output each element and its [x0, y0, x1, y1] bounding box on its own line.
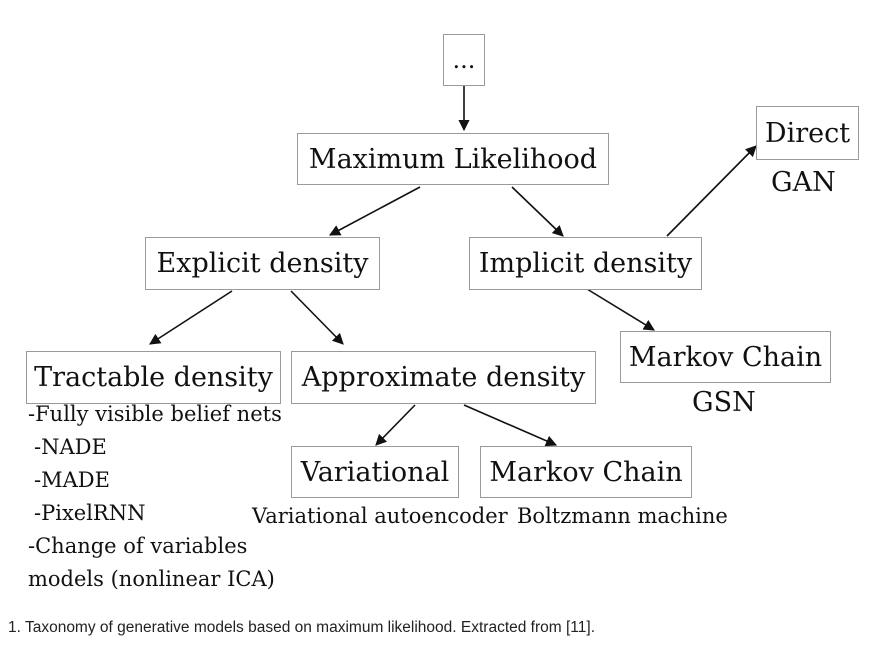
- markov-chain-approximate-label: Markov Chain: [489, 456, 683, 488]
- markov-chain-implicit-label: Markov Chain: [628, 341, 823, 373]
- tractable-density-node: Tractable density: [26, 351, 281, 404]
- tractable-example-2: -MADE: [34, 468, 110, 492]
- maximum-likelihood-node: Maximum Likelihood: [297, 133, 609, 185]
- arrow-root-to-implicit: [511, 186, 564, 237]
- implicit-density-node: Implicit density: [469, 237, 702, 290]
- arrow-root-to-explicit: [329, 186, 421, 236]
- explicit-density-node: Explicit density: [145, 237, 380, 290]
- arrow-explicit-to-tractable: [149, 290, 233, 345]
- direct-node: Direct: [756, 106, 859, 160]
- variational-node: Variational: [291, 446, 459, 498]
- approximate-density-label: Approximate density: [301, 362, 586, 393]
- implicit-density-label: Implicit density: [478, 248, 693, 279]
- direct-example-gan: GAN: [771, 167, 836, 198]
- variational-label: Variational: [300, 456, 450, 488]
- arrow-implicit-to-markov: [586, 288, 655, 331]
- tractable-density-label: Tractable density: [34, 362, 273, 393]
- variational-example: Variational autoencoder: [252, 504, 508, 528]
- tractable-example-5: models (nonlinear ICA): [28, 567, 275, 591]
- taxonomy-diagram: ... Maximum Likelihood Direct GAN Explic…: [26, 34, 859, 591]
- arrow-explicit-to-approximate: [290, 290, 344, 345]
- top-ellipsis-label: ...: [452, 46, 476, 74]
- diagram-arrows: [149, 86, 757, 447]
- tractable-example-4: -Change of variables: [28, 534, 248, 558]
- approximate-density-node: Approximate density: [291, 351, 596, 404]
- markov-chain-approximate-example: Boltzmann machine: [517, 504, 728, 528]
- top-ellipsis-node: ...: [443, 34, 485, 86]
- markov-chain-implicit-example-gsn: GSN: [692, 387, 756, 418]
- tractable-example-3: -PixelRNN: [34, 501, 146, 525]
- arrow-approximate-to-variational: [375, 404, 416, 446]
- markov-chain-approximate-node: Markov Chain: [480, 446, 692, 498]
- explicit-density-label: Explicit density: [156, 248, 369, 279]
- tractable-example-0: -Fully visible belief nets: [28, 402, 282, 426]
- maximum-likelihood-label: Maximum Likelihood: [308, 143, 598, 175]
- arrow-implicit-to-direct: [666, 145, 757, 237]
- markov-chain-implicit-node: Markov Chain: [620, 331, 831, 383]
- direct-label: Direct: [764, 117, 851, 149]
- arrow-approximate-to-markov: [463, 404, 558, 447]
- tractable-example-1: -NADE: [34, 435, 107, 459]
- figure-caption: 1. Taxonomy of generative models based o…: [8, 619, 595, 636]
